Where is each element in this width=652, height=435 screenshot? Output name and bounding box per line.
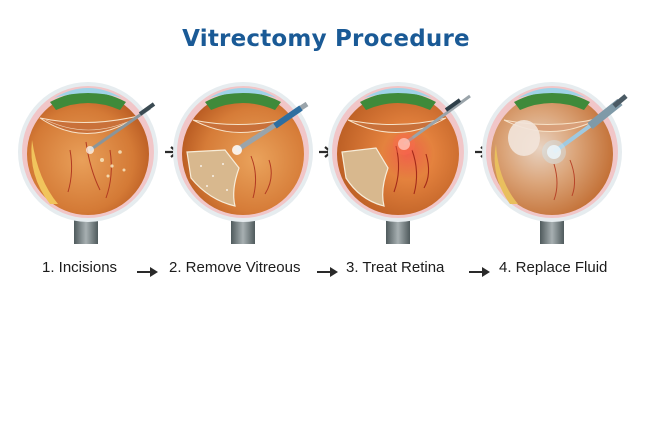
eye-illustration-incisions xyxy=(10,80,170,245)
arrow-right-icon xyxy=(469,265,491,277)
eye-icon xyxy=(482,82,628,244)
eye-illustration-replace-fluid xyxy=(474,80,634,245)
arrow-right-icon xyxy=(317,265,339,277)
eye-illustration-treat-retina xyxy=(320,80,480,245)
eye-illustration-remove-vitreous xyxy=(165,80,325,245)
step-label-remove-vitreous: 2. Remove Vitreous xyxy=(169,259,301,276)
eye-icon xyxy=(173,82,313,244)
step-labels-row: 1. Incisions 2. Remove Vitreous 3. Treat… xyxy=(0,259,652,283)
eye-icon xyxy=(328,82,471,244)
step-label-replace-fluid: 4. Replace Fluid xyxy=(499,259,608,276)
step-label-treat-retina: 3. Treat Retina xyxy=(346,259,445,276)
eye-icon xyxy=(18,82,158,244)
page-title: Vitrectomy Procedure xyxy=(182,26,470,52)
step-label-incisions: 1. Incisions xyxy=(42,259,118,276)
arrow-right-icon xyxy=(137,265,159,277)
